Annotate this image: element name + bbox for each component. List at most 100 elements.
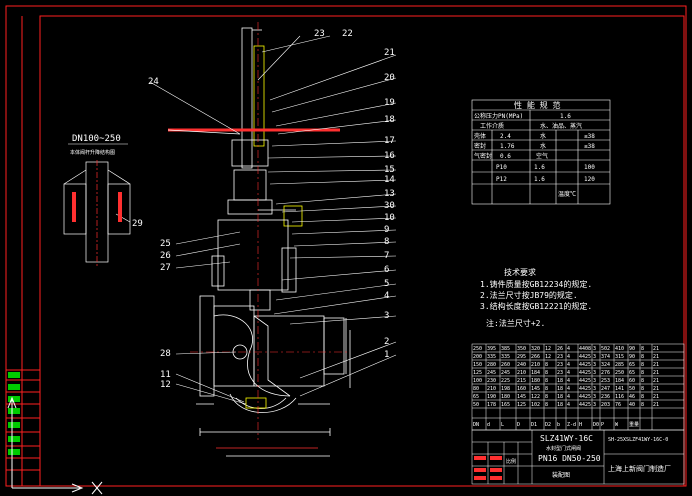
product-name: 水封型门式闸阀 — [546, 445, 581, 452]
dims-cell: 21 — [653, 362, 659, 368]
dims-cell: 21 — [653, 394, 659, 400]
tech-item: 2.法兰尺寸按JB79的规定. — [480, 290, 578, 300]
part-label: 8 — [384, 237, 389, 247]
dims-cell: 200 — [473, 354, 482, 360]
dims-cell: 335 — [487, 354, 496, 360]
dims-cell: 18 — [557, 394, 563, 400]
dims-cell: 3 — [593, 394, 596, 400]
part-label: 3 — [384, 311, 389, 321]
dims-cell: 50 — [473, 402, 479, 408]
tech-requirements: 技术要求 1.铸件质量按GB12234的规定. 2.法兰尺寸按JB79的规定. … — [480, 267, 592, 328]
dims-cell: 8 — [545, 370, 548, 376]
title-block — [471, 429, 685, 485]
part-label: 14 — [384, 175, 395, 185]
dims-cell: 236 — [601, 394, 610, 400]
dims-cell: 210 — [517, 370, 526, 376]
dims-cell: 80 — [473, 386, 479, 392]
dims-header-cell: W — [615, 422, 619, 428]
dims-cell: 145 — [531, 386, 540, 392]
dims-cell: 100 — [473, 378, 482, 384]
product-spec: PN16 DN50-250 — [538, 454, 601, 463]
tech-item: 3.结构长度按GB12221的规定. — [480, 301, 592, 311]
spec-cell: ≤38 — [584, 133, 595, 140]
dims-cell: 215 — [517, 378, 526, 384]
dims-cell: 4408 — [579, 346, 591, 352]
spec-cell: ≤38 — [584, 143, 595, 150]
part-label: 29 — [132, 219, 143, 229]
part-label: 25 — [160, 239, 171, 249]
spec-cell: 100 — [584, 164, 595, 171]
dims-cell: 180 — [501, 394, 510, 400]
part-label: 26 — [160, 251, 171, 261]
spec-cell: 120 — [584, 176, 595, 183]
dims-cell: 46 — [629, 394, 635, 400]
dims-header-cell: L — [501, 422, 504, 428]
detail-view: DN100~250 本体阀杆升降结构图 — [63, 134, 131, 266]
dims-cell: 3 — [593, 386, 596, 392]
dims-header-cell: H — [579, 422, 582, 428]
dims-cell: 3 — [593, 346, 596, 352]
dims-cell: 4 — [567, 370, 570, 376]
dims-cell: 410 — [615, 346, 624, 352]
dims-cell: 8 — [641, 370, 644, 376]
title-small: 装配图 — [552, 471, 570, 479]
dims-cell: 102 — [531, 402, 540, 408]
dims-cell: 315 — [615, 354, 624, 360]
detail-title: DN100~250 — [72, 134, 121, 144]
dims-header-cell: D — [517, 422, 520, 428]
part-label: 5 — [384, 279, 389, 289]
binding-table — [5, 369, 41, 471]
dims-cell: 21 — [653, 346, 659, 352]
spec-cell: 水 — [540, 142, 546, 150]
dims-header-cell: 重量 — [629, 421, 639, 428]
dims-cell: 65 — [629, 370, 635, 376]
dims-cell: 76 — [615, 402, 621, 408]
dims-cell: 4 — [567, 394, 570, 400]
dims-cell: 184 — [615, 378, 624, 384]
tech-note: 注:法兰尺寸+2. — [486, 318, 545, 328]
dims-cell: 12 — [545, 346, 551, 352]
specs-table-text: 性 能 规 范 公称压力PN(MPa) 1.6 工作介质 水、油品、蒸汽 壳体 … — [474, 100, 595, 198]
part-label: 28 — [160, 349, 171, 359]
dims-cell: 141 — [615, 386, 624, 392]
dims-cell: 65 — [629, 362, 635, 368]
dims-cell: 8 — [545, 386, 548, 392]
spec-cell: 温度℃ — [558, 190, 576, 198]
part-label: 22 — [342, 29, 353, 39]
dims-cell: 21 — [653, 370, 659, 376]
dims-cell: 4 — [567, 378, 570, 384]
dims-cell: 502 — [601, 346, 610, 352]
spec-cell: 壳体 — [474, 132, 486, 140]
dims-cell: 12 — [545, 354, 551, 360]
dims-cell: 3 — [593, 362, 596, 368]
drawing-number: SH-25XSLZF41WY-16C-0 — [608, 437, 668, 443]
dims-cell: 253 — [601, 378, 610, 384]
dims-cell: 4425 — [579, 362, 591, 368]
dims-cell: 23 — [557, 362, 563, 368]
dims-header-cell: D0 — [593, 422, 599, 428]
spec-cell: 公称压力PN(MPa) — [474, 112, 523, 120]
spec-cell: 气密封 — [474, 152, 492, 160]
specs-title: 性 能 规 范 — [514, 100, 560, 110]
dims-cell: 150 — [473, 362, 482, 368]
part-label: 2 — [384, 337, 389, 347]
dims-cell: 324 — [601, 362, 610, 368]
dims-cell: 230 — [487, 378, 496, 384]
dims-cell: 4425 — [579, 370, 591, 376]
part-label: 27 — [160, 263, 171, 273]
part-label: 6 — [384, 265, 389, 275]
spec-cell: 水、油品、蒸汽 — [540, 122, 582, 130]
part-label: 30 — [384, 201, 395, 211]
dims-cell: 285 — [615, 362, 624, 368]
part-label: 18 — [384, 115, 395, 125]
spec-cell: 水 — [540, 132, 546, 140]
dims-cell: 3 — [593, 378, 596, 384]
dims-cell: 3 — [593, 354, 596, 360]
dims-cell: 250 — [473, 346, 482, 352]
dims-cell: 260 — [501, 362, 510, 368]
part-label: 23 — [314, 29, 325, 39]
dims-cell: 18 — [557, 378, 563, 384]
dims-cell: 4 — [567, 346, 570, 352]
